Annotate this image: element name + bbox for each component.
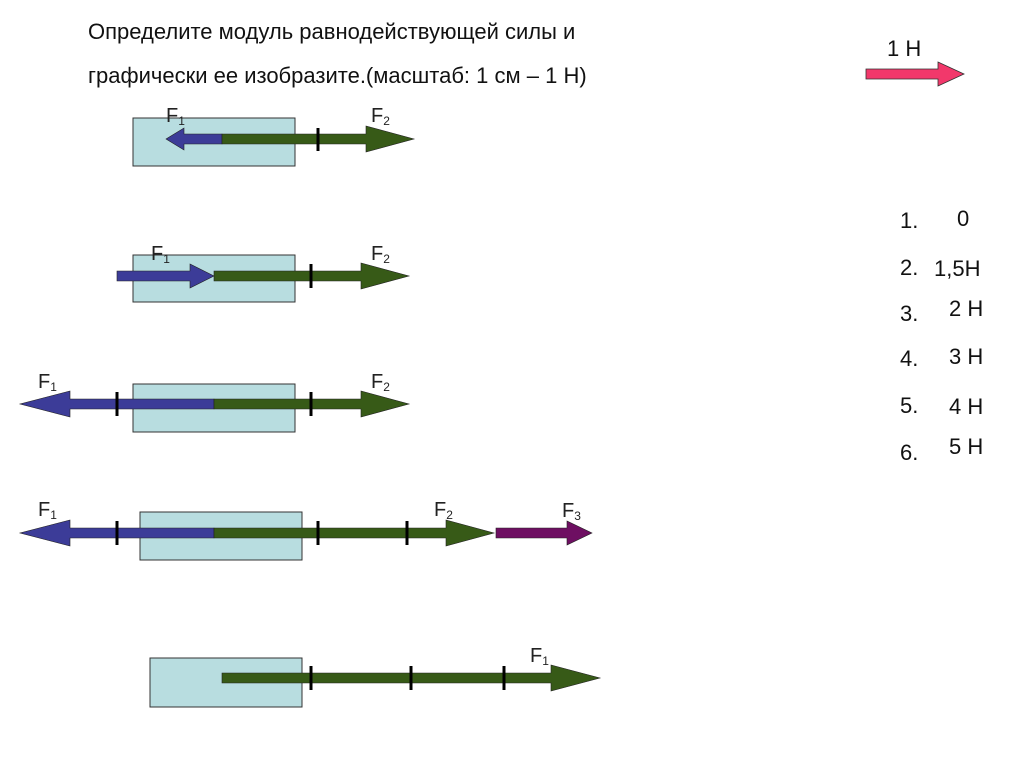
scale-arrow-icon bbox=[865, 61, 965, 87]
force-f1-arrow bbox=[116, 263, 215, 289]
force-f3-arrow bbox=[495, 520, 593, 546]
force-f2-arrow bbox=[213, 519, 496, 547]
question-line-1: Определите модуль равнодействующей силы … bbox=[88, 19, 576, 44]
force-f2-label: F2 bbox=[371, 371, 390, 394]
force-f1-arrow bbox=[165, 127, 223, 151]
problem-3: F1 F2 bbox=[18, 371, 411, 433]
problem-2: F1 F2 bbox=[116, 243, 411, 303]
problem-1: F1 F2 bbox=[132, 105, 416, 167]
problem-5: F1 bbox=[149, 645, 602, 708]
force-f1-label: F1 bbox=[38, 371, 57, 394]
force-f2-label: F2 bbox=[434, 499, 453, 522]
question-line-2: графически ее изобразите.(масштаб: 1 см … bbox=[88, 63, 587, 88]
force-f1-label: F1 bbox=[38, 499, 57, 522]
question-text: Определите модуль равнодействующей силы … bbox=[88, 10, 587, 98]
force-f2-label: F2 bbox=[371, 105, 390, 128]
force-f1-label: F1 bbox=[151, 243, 170, 266]
scale-legend-label: 1 Н bbox=[887, 36, 922, 61]
force-f2-label: F2 bbox=[371, 243, 390, 266]
force-f1-label: F1 bbox=[530, 645, 549, 668]
problem-4: F1 F2 F3 bbox=[18, 499, 593, 561]
force-f1-label: F1 bbox=[166, 105, 185, 128]
force-f3-label: F3 bbox=[562, 500, 581, 523]
